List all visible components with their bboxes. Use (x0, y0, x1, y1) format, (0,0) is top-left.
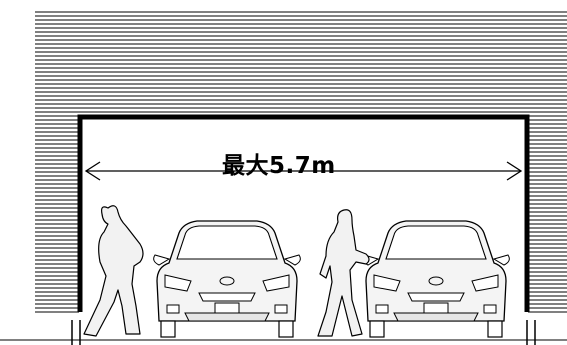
dimension-arrow (84, 161, 523, 181)
person-standing-icon (317, 209, 370, 337)
person-walking-icon (83, 205, 144, 337)
ground-pillars (71, 320, 536, 345)
max-width-label: 最大5.7m (222, 153, 336, 179)
garage-frame (77, 114, 530, 312)
